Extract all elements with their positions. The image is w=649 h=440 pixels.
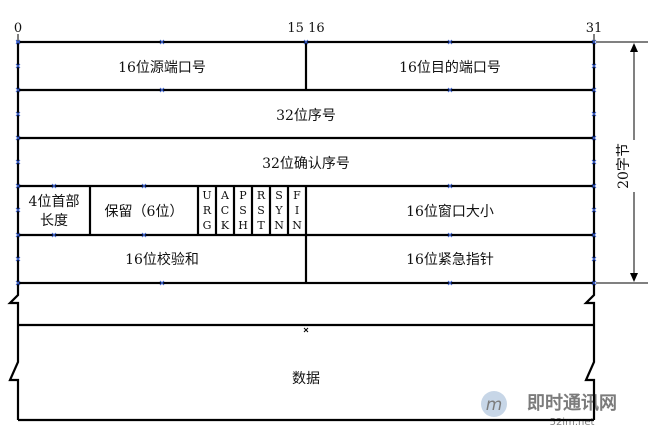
flag-urg-3: G bbox=[203, 219, 212, 232]
flag-ack-2: C bbox=[221, 204, 229, 217]
watermark-logo-icon: m bbox=[481, 391, 507, 417]
reserved-field: 保留（6位） bbox=[105, 204, 184, 220]
urgent-pointer-field: 16位紧急指针 bbox=[406, 252, 494, 268]
flag-ack-3: K bbox=[221, 219, 230, 232]
watermark-text: 即时通讯网 bbox=[527, 393, 617, 414]
flag-rst-1: R bbox=[257, 189, 266, 202]
flag-ack-1: A bbox=[220, 189, 230, 202]
header-length-line2: 长度 bbox=[40, 213, 68, 229]
checksum-field: 16位校验和 bbox=[125, 251, 199, 268]
ruler-bit-15-16: 15 16 bbox=[287, 21, 324, 36]
flag-fin-3: N bbox=[292, 219, 302, 232]
window-size-field: 16位窗口大小 bbox=[406, 203, 494, 220]
flag-syn-1: S bbox=[275, 189, 283, 202]
flag-syn-3: N bbox=[274, 219, 284, 232]
flag-rst-3: T bbox=[257, 219, 265, 232]
data-area bbox=[7, 283, 596, 422]
flag-fin-1: F bbox=[293, 189, 301, 202]
ruler-bit-0: 0 bbox=[14, 21, 22, 36]
flag-psh-1: P bbox=[239, 189, 247, 202]
selection-handles bbox=[15, 39, 597, 286]
flag-syn-2: Y bbox=[274, 204, 283, 217]
flag-psh-3: H bbox=[238, 219, 248, 232]
svg-text:m: m bbox=[486, 395, 503, 415]
dest-port-field: 16位目的端口号 bbox=[399, 60, 501, 76]
watermark: m 即时通讯网 52im.net bbox=[481, 391, 617, 428]
ack-number-field: 32位确认序号 bbox=[262, 156, 350, 172]
flag-urg-1: U bbox=[202, 189, 211, 202]
header-size-label: 20字节 bbox=[616, 143, 632, 189]
flag-urg-2: R bbox=[203, 204, 212, 217]
header-length-line1: 4位首部 bbox=[29, 194, 80, 210]
data-label: 数据 bbox=[292, 371, 320, 387]
flag-bits: U R G A C K P S H R S T S Y N F I N bbox=[202, 189, 302, 232]
flag-fin-2: I bbox=[295, 204, 299, 217]
source-port-field: 16位源端口号 bbox=[118, 60, 206, 76]
flag-psh-2: S bbox=[239, 204, 247, 217]
sequence-number-field: 32位序号 bbox=[276, 108, 336, 124]
flag-rst-2: S bbox=[257, 204, 265, 217]
ruler-bit-31: 31 bbox=[586, 21, 603, 36]
watermark-sub: 52im.net bbox=[550, 417, 595, 428]
